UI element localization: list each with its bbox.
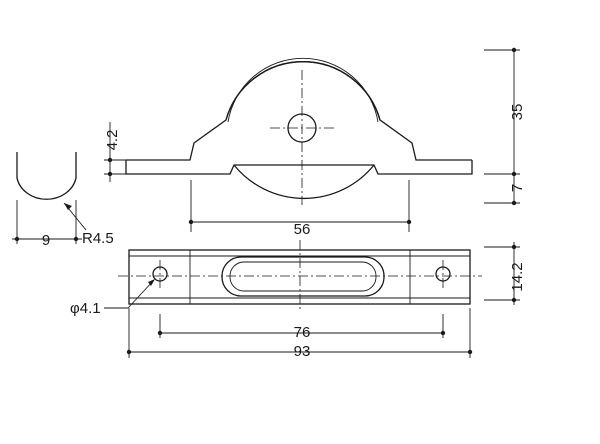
dim-4-2-label: 4.2 <box>104 130 121 151</box>
dim-hole-pitch: 76 <box>157 314 446 341</box>
dim-76-label: 76 <box>294 324 311 341</box>
bracket-base <box>125 160 473 175</box>
dim-hole-diameter: φ4.1 <box>70 279 155 317</box>
wheel-outline <box>225 61 381 121</box>
dim-35-label: 35 <box>509 104 526 121</box>
dim-r4-5-label: R4.5 <box>82 230 114 247</box>
plate-outline <box>128 249 471 305</box>
dim-phi-4-1-label: φ4.1 <box>70 300 101 317</box>
dim-7-label: 7 <box>509 184 526 192</box>
dim-9-label: 9 <box>42 232 50 249</box>
side-view <box>125 57 473 205</box>
dim-offset-height: 4.2 <box>104 122 126 182</box>
dim-overall-length: 93 <box>126 308 473 360</box>
wheel-lower <box>233 164 375 200</box>
dim-wheel-height: 35 7 <box>484 47 526 206</box>
top-view <box>118 240 482 312</box>
dim-plate-height: 14.2 <box>484 242 526 305</box>
groove-profile: 9 R4.5 <box>12 152 114 249</box>
dim-56-label: 56 <box>294 221 311 238</box>
dim-wheel-span: 56 <box>188 180 412 238</box>
dim-14-2-label: 14.2 <box>509 262 526 291</box>
dim-93-label: 93 <box>294 343 311 360</box>
bracket-hump <box>126 61 472 161</box>
groove-u-shape <box>16 152 77 200</box>
center-slot <box>221 256 385 297</box>
hub-arc <box>227 57 379 123</box>
